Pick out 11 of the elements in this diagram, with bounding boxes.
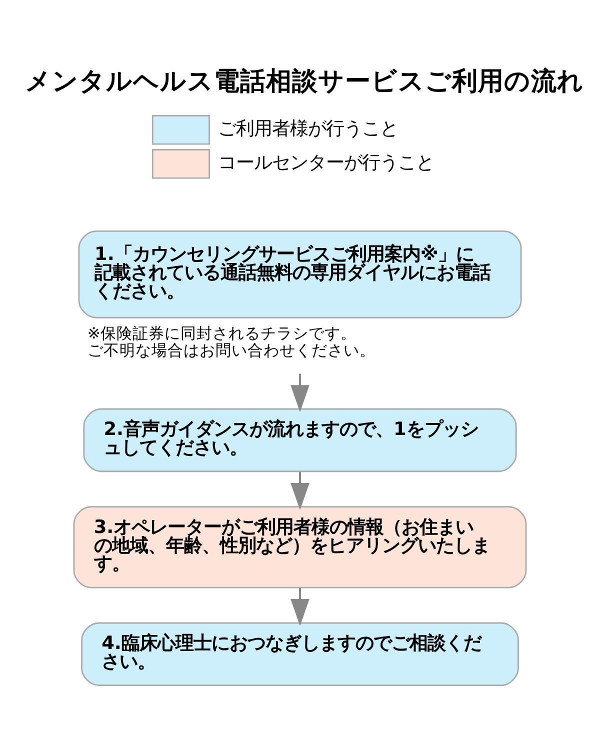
node-box: 2.音声ガイダンスが流れますので、1をプッシュしてください。 [83,408,517,472]
node-label: ご不明な場合はお問い合わせください。 [87,342,376,360]
arrow [290,588,310,626]
legend-label: コールセンターが行うこと [218,152,434,174]
arrow [290,472,310,510]
node-label: ※保険証券に同封されるチラシです。 [87,324,357,343]
diagram-title: メンタルヘルス電話相談サービスご利用の流れ [25,66,584,96]
node-box: 4.臨床心理士におつなぎしますのでご相談ください。 [81,622,519,686]
arrow [290,374,310,412]
legend-label: ご利用者様が行うこと [218,118,398,140]
node-box: 3.オペレーターがご利用者様の情報（お住まいの地域、年齢、性別など）をヒアリングいたします。 [73,506,527,588]
